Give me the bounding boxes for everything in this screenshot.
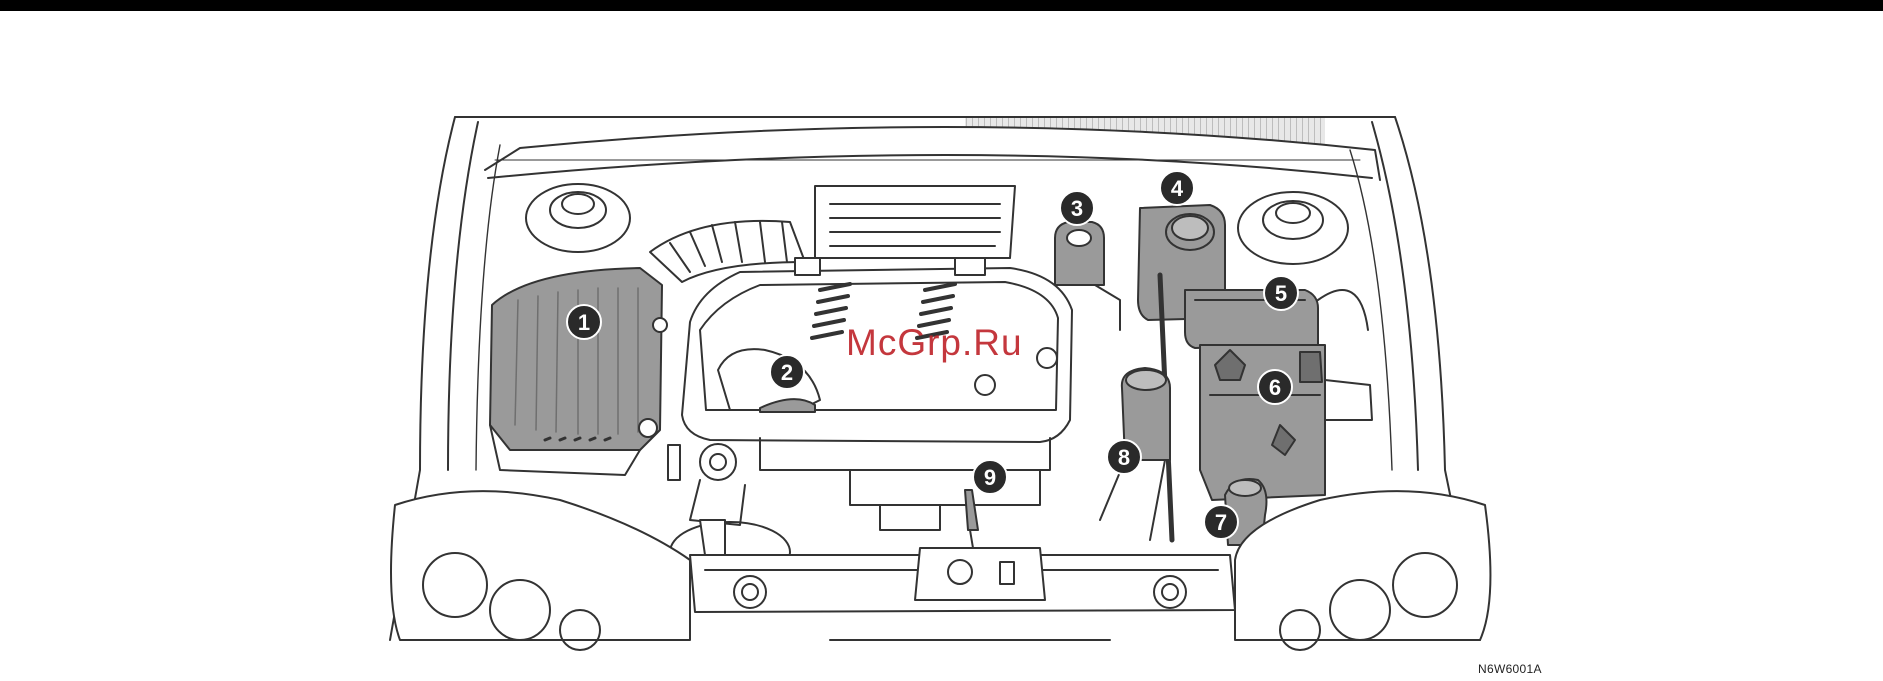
- callout-number: 9: [984, 465, 996, 490]
- hood-and-cowl: [455, 117, 1395, 180]
- callout-number: 5: [1275, 281, 1287, 306]
- callout-air-filter: 1: [567, 305, 601, 339]
- figure-code: N6W6001A: [1478, 662, 1542, 676]
- battery-part: [1200, 345, 1372, 500]
- watermark-text: McGrp.Ru: [846, 322, 1023, 364]
- front-support: [690, 548, 1235, 640]
- callout-number: 1: [578, 310, 590, 335]
- callout-number: 8: [1118, 445, 1130, 470]
- air-filter-housing: [490, 268, 667, 475]
- callout-washer-fluid-reservoir: 7: [1204, 505, 1238, 539]
- callout-number: 7: [1215, 510, 1227, 535]
- callout-number: 6: [1269, 375, 1281, 400]
- callout-fuse-box: 5: [1264, 276, 1298, 310]
- callout-brake-fluid-reservoir: 8: [1107, 440, 1141, 474]
- callout-coolant-reservoir: 4: [1160, 171, 1194, 205]
- callout-engine-oil-filler-cap: 2: [770, 355, 804, 389]
- callout-number: 2: [781, 360, 793, 385]
- callout-battery: 6: [1258, 370, 1292, 404]
- callout-number: 3: [1071, 196, 1083, 221]
- callout-number: 4: [1171, 176, 1184, 201]
- callout-power-steering-reservoir: 3: [1060, 191, 1094, 225]
- callout-engine-oil-dipstick: 9: [973, 460, 1007, 494]
